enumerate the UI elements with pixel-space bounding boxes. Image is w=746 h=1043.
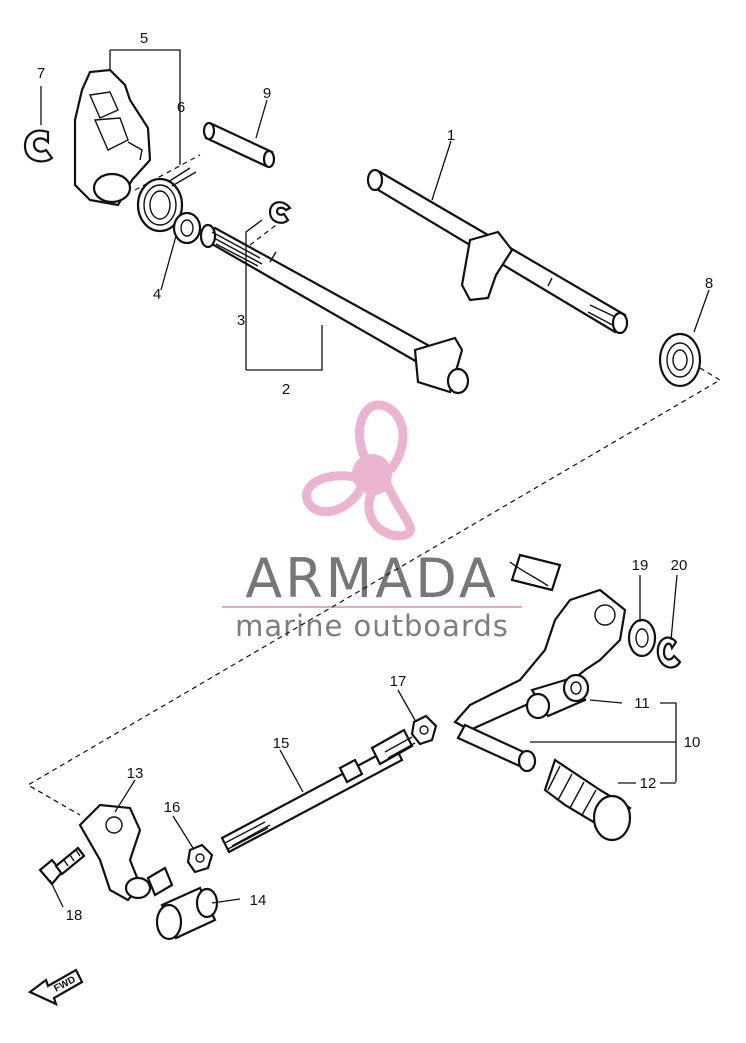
part-5-shift-lever [73, 68, 152, 207]
callout-10: 10 [684, 734, 701, 751]
callout-19: 19 [632, 557, 649, 574]
part-11-collar [525, 673, 590, 720]
part-4-washer [172, 211, 202, 245]
part-10-shift-pedal [453, 553, 627, 773]
part-16-nut [186, 843, 214, 874]
callout-2: 2 [282, 381, 290, 398]
assembly-dashed-lines [26, 154, 722, 816]
part-13-rod-joint [78, 803, 174, 902]
callout-14: 14 [250, 892, 267, 909]
part-1-shaft [366, 168, 629, 335]
part-6-spring [136, 167, 197, 233]
callout-6: 6 [177, 99, 185, 116]
callout-9: 9 [263, 85, 271, 102]
callout-17: 17 [390, 673, 407, 690]
part-18-bolt [38, 846, 86, 886]
callout-5: 5 [140, 30, 148, 47]
callout-4: 4 [153, 286, 161, 303]
part-8-oil-seal [658, 332, 702, 388]
callout-12: 12 [640, 775, 657, 792]
callout-16: 16 [164, 799, 181, 816]
callout-7: 7 [37, 65, 45, 82]
callout-8: 8 [705, 275, 713, 292]
callout-18: 18 [66, 907, 83, 924]
callout-3: 3 [237, 312, 245, 329]
fwd-arrow-icon: FWD [27, 968, 84, 1007]
part-7-circlip [23, 129, 54, 163]
armada-propeller-logo [302, 400, 415, 541]
part-3-circlip [268, 201, 292, 224]
leader-lines [40, 49, 710, 908]
callout-11: 11 [634, 695, 650, 712]
part-2-shift-shaft [199, 223, 470, 395]
callout-13: 13 [127, 765, 144, 782]
watermark-tagline: marine outboards [235, 609, 509, 643]
part-17-nut [410, 714, 438, 746]
watermark-brand: ARMADA [245, 547, 499, 610]
callout-20: 20 [671, 557, 688, 574]
callouts: 7 5 6 9 1 8 4 3 2 19 20 17 11 10 15 13 1… [37, 30, 713, 924]
part-20-circlip [656, 636, 682, 669]
part-9-pin [202, 121, 276, 169]
callout-1: 1 [447, 127, 455, 144]
part-15-shift-rod [220, 728, 416, 854]
part-14-ball-joint [155, 886, 219, 941]
part-19-washer [627, 618, 657, 658]
callout-15: 15 [273, 735, 290, 752]
part-12-pedal-rubber [543, 758, 632, 842]
